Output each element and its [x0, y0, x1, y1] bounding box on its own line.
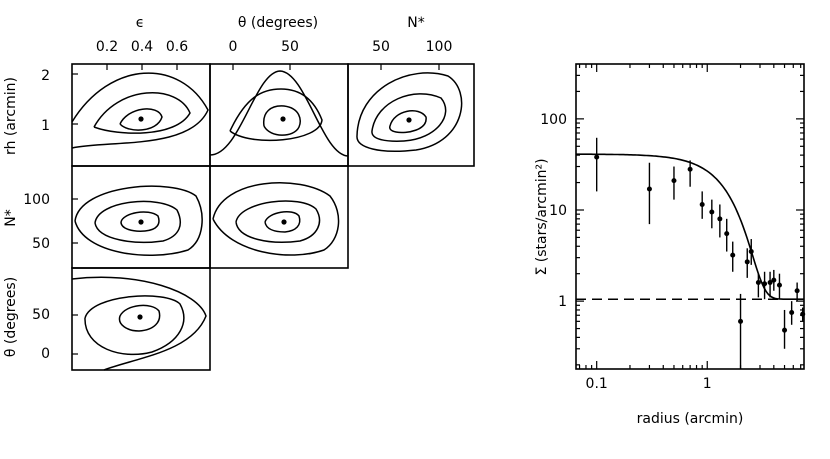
- data-point-14: [767, 280, 773, 286]
- data-point-0: [594, 154, 600, 160]
- panel-rh-theta: [209, 63, 349, 167]
- ytick-10: 10: [549, 203, 567, 219]
- nstar-ylabel: N*: [3, 209, 19, 226]
- xtick-0.1: 0.1: [586, 376, 608, 392]
- data-point-9: [738, 318, 744, 324]
- theta-tick-1: 50: [281, 39, 299, 55]
- data-point-20: [800, 311, 806, 317]
- data-point-15: [771, 277, 777, 283]
- panel-nstar-theta: [209, 165, 349, 269]
- theta-tick-0-y: 0: [41, 346, 50, 362]
- data-point-10: [744, 259, 750, 265]
- epsilon-tick-1: 0.4: [131, 39, 153, 55]
- xtick-1: 1: [703, 376, 712, 392]
- theta-tick-0: 0: [229, 39, 238, 55]
- data-point-4: [699, 201, 705, 207]
- data-point-19: [794, 288, 800, 294]
- epsilon-tick-2: 0.6: [166, 39, 188, 55]
- profile-xlabel: radius (arcmin): [637, 411, 744, 427]
- epsilon-tick-0: 0.2: [96, 39, 118, 55]
- nstar-tick-1: 100: [426, 39, 453, 55]
- best-fit-point: [138, 116, 144, 122]
- data-point-1: [646, 186, 652, 192]
- data-point-13: [762, 281, 768, 287]
- nstar-tick-100: 100: [23, 192, 50, 208]
- panel-theta-epsilon: [71, 267, 211, 371]
- data-point-12: [755, 280, 761, 286]
- ytick-100: 100: [540, 112, 567, 128]
- nstar-tick-50: 50: [32, 236, 50, 252]
- panel-rh-nstar: [347, 63, 475, 167]
- data-point-3: [687, 166, 693, 172]
- rh-ylabel: rh (arcmin): [3, 77, 19, 155]
- theta-header: θ (degrees): [238, 15, 318, 31]
- data-point-8: [730, 252, 736, 258]
- rh-tick-2: 2: [41, 68, 50, 84]
- data-point-18: [789, 310, 795, 316]
- panel-nstar-epsilon: [71, 165, 211, 269]
- plot-frame: [575, 63, 805, 370]
- best-fit-point: [281, 219, 287, 225]
- best-fit-point: [406, 117, 412, 123]
- data-point-17: [782, 327, 788, 333]
- best-fit-point: [138, 219, 144, 225]
- data-point-2: [671, 178, 677, 184]
- data-point-5: [709, 209, 715, 215]
- rh-tick-1: 1: [41, 118, 50, 134]
- data-point-11: [748, 249, 754, 255]
- radial-profile-plot: 0.1 1 1 10 100 radius (arcmin) Σ (stars/…: [534, 63, 806, 427]
- theta-ylabel: θ (degrees): [3, 277, 19, 357]
- data-point-6: [717, 216, 723, 222]
- nstar-tick-0: 50: [372, 39, 390, 55]
- theta-tick-50-y: 50: [32, 307, 50, 323]
- best-fit-point: [137, 314, 143, 320]
- epsilon-header: ϵ: [136, 15, 145, 31]
- ytick-1: 1: [558, 294, 567, 310]
- profile-ylabel: Σ (stars/arcmin²): [534, 158, 550, 275]
- data-point-7: [724, 231, 730, 237]
- panel-rh-epsilon: [71, 63, 211, 167]
- nstar-header: N*: [407, 15, 424, 31]
- best-fit-point: [280, 116, 286, 122]
- data-point-16: [776, 282, 782, 288]
